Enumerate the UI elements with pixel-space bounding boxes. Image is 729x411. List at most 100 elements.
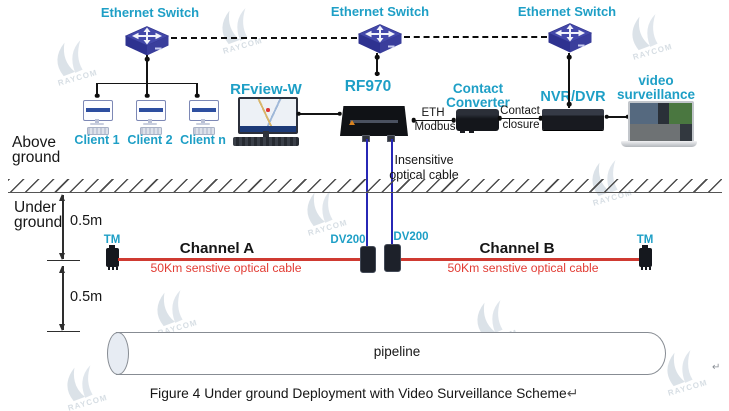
client-n-monitor-icon [189, 100, 219, 121]
rfview-label: RFview-W [230, 81, 302, 98]
channel-a-cable-label: 50Km senstive optical cable [150, 261, 302, 275]
ethernet-switch-2-label: Ethernet Switch [330, 4, 430, 19]
pipeline-label: pipeline [373, 344, 421, 359]
client-1-label: Client 1 [74, 133, 120, 147]
contact-converter-device-icon [456, 109, 499, 131]
depth-dimension-line-1 [62, 195, 64, 259]
rfview-monitor-icon [238, 97, 298, 134]
nvr-device-icon [542, 109, 604, 130]
nvr-label: NVR/DVR [540, 89, 606, 105]
junction-dot [144, 93, 150, 98]
link-endpoint-dot [451, 117, 456, 123]
tm-left-label: TM [103, 234, 121, 246]
depth-dimension-line-2 [62, 266, 64, 330]
contact-converter-label: Contact Converter [446, 81, 510, 111]
pipeline-shape [116, 331, 666, 375]
under-ground-label: Under ground [14, 199, 63, 231]
channel-a-cable-line [118, 258, 361, 261]
tm-left-device-icon [105, 247, 119, 267]
eth-link-label: ETH [421, 107, 445, 119]
tm-right-device-icon [638, 247, 652, 267]
figure-caption: Figure 4 Under ground Deployment with Vi… [149, 386, 579, 401]
rf970-logo-triangle [349, 120, 355, 125]
converter-foot [460, 130, 465, 133]
dimension-arrow-down [59, 323, 66, 331]
contact-closure-label-top: Contact [500, 105, 540, 117]
depth-2-value: 0.5m [70, 289, 103, 305]
laptop-base [621, 141, 697, 147]
client1-drop-line [96, 83, 98, 96]
insensitive-cable-label: Insensitive optical cable [389, 153, 459, 182]
rf970-label: RF970 [344, 78, 392, 95]
ethernet-switch-1-icon [125, 26, 169, 56]
link-endpoint-dot [566, 54, 572, 60]
dimension-arrow-up [59, 194, 66, 201]
watermark: RAYCOM [655, 344, 711, 398]
switch3-drop-line [568, 53, 570, 108]
dv200-left-label: DV200 [330, 233, 366, 246]
link-endpoint-dot [374, 54, 380, 60]
client-bracket-line [97, 83, 197, 85]
junction-dot [94, 93, 100, 98]
link-converter-nvr [498, 117, 542, 119]
tm-left-device-icon [109, 245, 115, 248]
dv200-right-label: DV200 [393, 230, 429, 243]
insensitive-optical-cable-line-a [365, 139, 368, 247]
ground-surface-hatch [8, 179, 722, 193]
watermark: RAYCOM [55, 359, 111, 411]
tm-right-label: TM [636, 234, 654, 246]
link-endpoint-dot [625, 114, 630, 120]
return-mark: ↵ [712, 362, 721, 373]
client-n-keyboard-icon [193, 126, 215, 135]
contact-closure-label-bottom: closure [502, 119, 540, 131]
modbus-link-label: Modbus [414, 121, 456, 133]
client-2-keyboard-icon [140, 126, 162, 135]
link-rfview-rf970 [297, 113, 341, 115]
watermark: RAYCOM [465, 294, 521, 348]
dv200-left-device-icon [360, 245, 376, 273]
watermark: RAYCOM [145, 284, 201, 338]
switch-link-dashed-2 [404, 36, 547, 38]
channel-b-cable-label: 50Km senstive optical cable [447, 260, 599, 275]
watermark: RAYCOM [295, 184, 351, 238]
return-mark: ↵ [566, 386, 579, 401]
tm-right-device-icon [642, 245, 648, 248]
dv200-right-device-icon [383, 243, 401, 272]
ethernet-switch-1-label: Ethernet Switch [100, 5, 200, 20]
client-1-keyboard-icon [87, 126, 109, 135]
channel-b-cable-line [398, 258, 640, 261]
switch-link-dashed-1 [171, 37, 357, 39]
rf970-device-icon [340, 106, 408, 136]
pipeline-end-cap [106, 331, 129, 375]
dimension-tick [47, 330, 80, 332]
link-endpoint-dot [538, 115, 543, 121]
link-rf970-converter [412, 119, 455, 121]
dimension-arrow-up [59, 265, 66, 273]
dimension-tick [47, 260, 80, 262]
video-surveillance-laptop-icon [628, 101, 694, 145]
link-endpoint-dot [337, 111, 342, 117]
dimension-arrow-down [59, 252, 66, 260]
depth-1-value: 0.5m [70, 213, 103, 229]
junction-dot [194, 93, 200, 98]
client-2-label: Client 2 [127, 133, 173, 147]
link-endpoint-dot [604, 114, 609, 120]
link-endpoint-dot [411, 117, 416, 123]
channel-b-label: Channel B [479, 239, 555, 257]
link-endpoint-dot [566, 101, 572, 107]
converter-foot [469, 130, 474, 133]
link-nvr-laptop [605, 116, 629, 118]
rfview-keyboard-icon [233, 137, 299, 146]
link-endpoint-dot [497, 115, 502, 121]
link-endpoint-dot [374, 71, 380, 76]
watermark: RAYCOM [45, 34, 101, 88]
junction-dot [144, 56, 150, 62]
watermark: RAYCOM [210, 2, 266, 56]
ethernet-switch-3-icon [548, 23, 592, 53]
ethernet-switch-3-label: Ethernet Switch [517, 4, 617, 19]
link-endpoint-dot [296, 111, 301, 117]
client-2-monitor-icon [136, 100, 166, 121]
switch1-drop-line [146, 55, 148, 96]
client-1-monitor-icon [83, 100, 113, 121]
